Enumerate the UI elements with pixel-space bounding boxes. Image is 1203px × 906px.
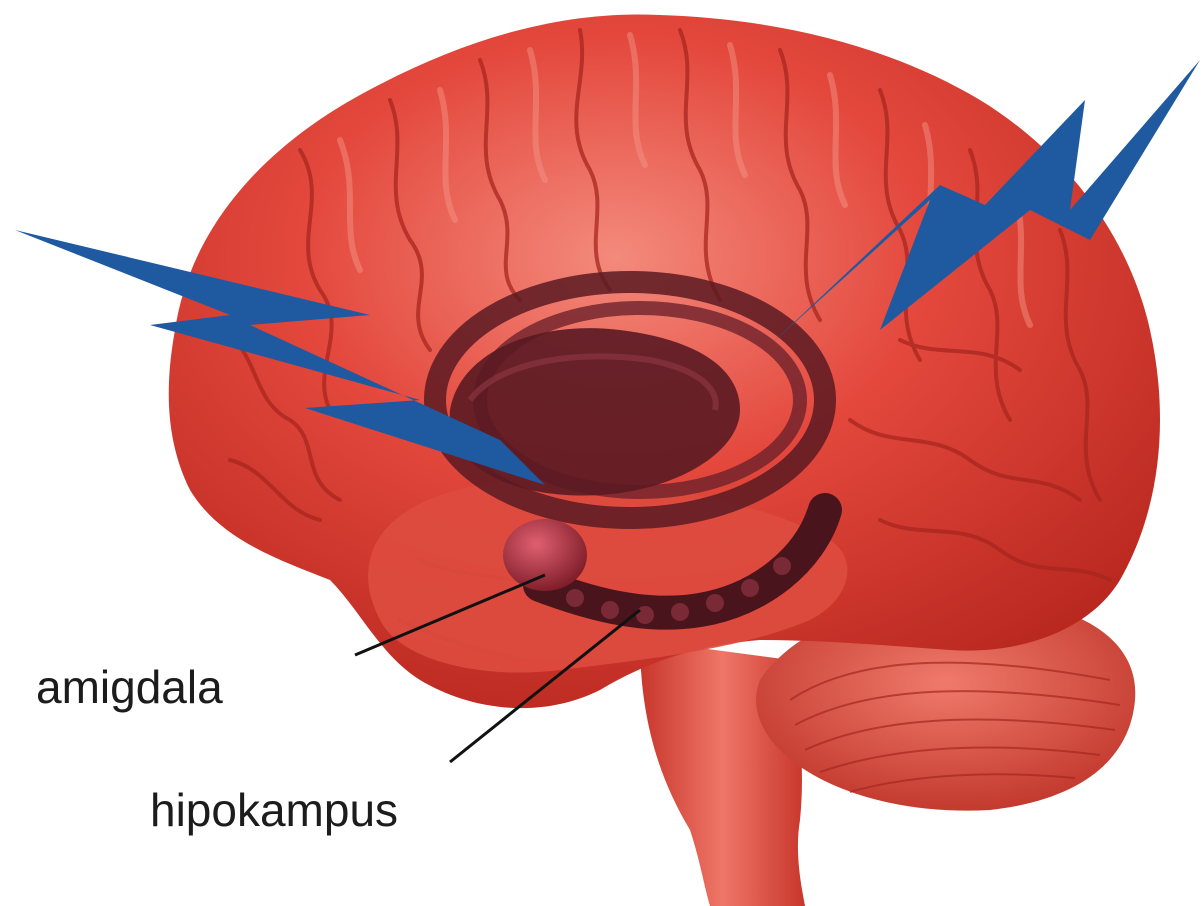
- amygdala-label: amigdala: [36, 664, 223, 710]
- hippocampus-label: hipokampus: [150, 787, 398, 833]
- amygdala: [503, 519, 587, 591]
